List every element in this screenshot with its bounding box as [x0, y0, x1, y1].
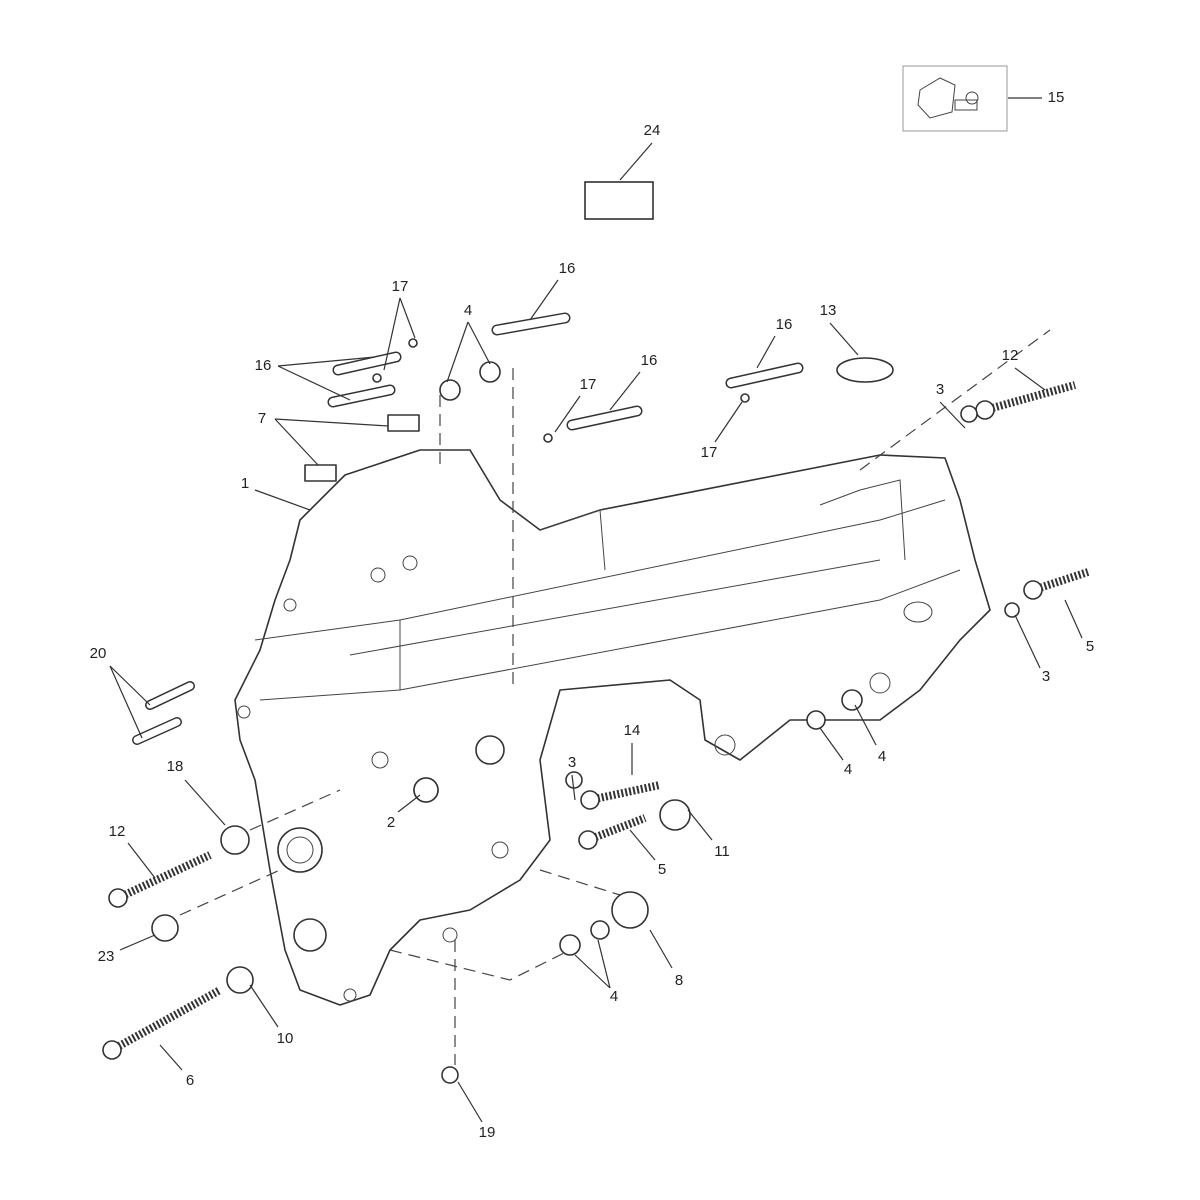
- callout-17: 17: [580, 376, 597, 393]
- leader-line: [829, 322, 859, 356]
- leader-line: [571, 774, 576, 801]
- leader-line: [399, 297, 416, 339]
- leader-line: [939, 401, 966, 429]
- callout-5: 5: [1086, 638, 1094, 655]
- callout-16: 16: [559, 260, 576, 277]
- callout-1: 1: [241, 475, 249, 492]
- leader-line: [383, 297, 401, 371]
- callout-3: 3: [936, 381, 944, 398]
- callout-12: 12: [1002, 347, 1019, 364]
- leader-line: [1064, 599, 1083, 639]
- callout-19: 19: [479, 1124, 496, 1141]
- callout-23: 23: [98, 948, 115, 965]
- callout-18: 18: [167, 758, 184, 775]
- leader-line: [274, 418, 389, 427]
- leader-line: [109, 665, 151, 706]
- leader-line: [619, 142, 653, 181]
- callout-15: 15: [1048, 89, 1065, 106]
- leader-line: [109, 665, 143, 739]
- frame: [234, 449, 991, 1006]
- callout-16: 16: [641, 352, 658, 369]
- callout-11: 11: [714, 843, 730, 860]
- callout-4: 4: [878, 748, 886, 765]
- callout-16: 16: [776, 316, 793, 333]
- callout-13: 13: [820, 302, 837, 319]
- leader-line: [554, 395, 581, 433]
- label-plate-7b: [304, 464, 337, 482]
- leader-line: [854, 704, 877, 746]
- label-plate-7a: [387, 414, 420, 432]
- leader-line: [1014, 614, 1041, 669]
- label-plate-24: [584, 181, 654, 220]
- callout-10: 10: [277, 1030, 294, 1047]
- callout-5: 5: [658, 861, 666, 878]
- leader-line: [397, 794, 421, 813]
- leader-line: [1014, 367, 1046, 391]
- inset-thumbnail: [902, 65, 1008, 132]
- callout-12: 12: [109, 823, 126, 840]
- callout-16: 16: [255, 357, 272, 374]
- leader-line: [819, 727, 844, 761]
- callout-4: 4: [464, 302, 472, 319]
- callout-4: 4: [844, 761, 852, 778]
- leader-line: [574, 954, 611, 989]
- leader-line: [457, 1081, 483, 1123]
- leader-line: [629, 829, 656, 861]
- leader-line: [277, 365, 351, 401]
- callout-2: 2: [387, 814, 395, 831]
- callout-17: 17: [701, 444, 718, 461]
- leader-line: [119, 934, 156, 951]
- leader-line: [127, 842, 156, 879]
- callout-17: 17: [392, 278, 409, 295]
- leader-line: [184, 779, 226, 826]
- leader-line: [467, 321, 491, 365]
- leader-line: [254, 489, 311, 511]
- callout-8: 8: [675, 972, 683, 989]
- leader-line: [277, 356, 376, 367]
- leader-line: [714, 401, 743, 443]
- callout-3: 3: [1042, 668, 1050, 685]
- leader-line: [597, 939, 611, 989]
- leader-line: [274, 418, 319, 466]
- leader-line: [249, 984, 279, 1028]
- leader-line: [609, 371, 641, 411]
- leader-line: [649, 929, 673, 969]
- leader-line: [529, 279, 559, 321]
- callout-14: 14: [624, 722, 641, 739]
- pins-and-bolts: [102, 312, 1090, 1084]
- callout-24: 24: [644, 122, 661, 139]
- callout-4: 4: [610, 988, 618, 1005]
- callout-6: 6: [186, 1072, 194, 1089]
- leader-line: [446, 321, 469, 383]
- callout-3: 3: [568, 754, 576, 771]
- leader-line: [159, 1044, 183, 1071]
- callout-7: 7: [258, 410, 266, 427]
- callout-20: 20: [90, 645, 107, 662]
- leader-line: [687, 809, 713, 841]
- leader-line: [756, 335, 776, 369]
